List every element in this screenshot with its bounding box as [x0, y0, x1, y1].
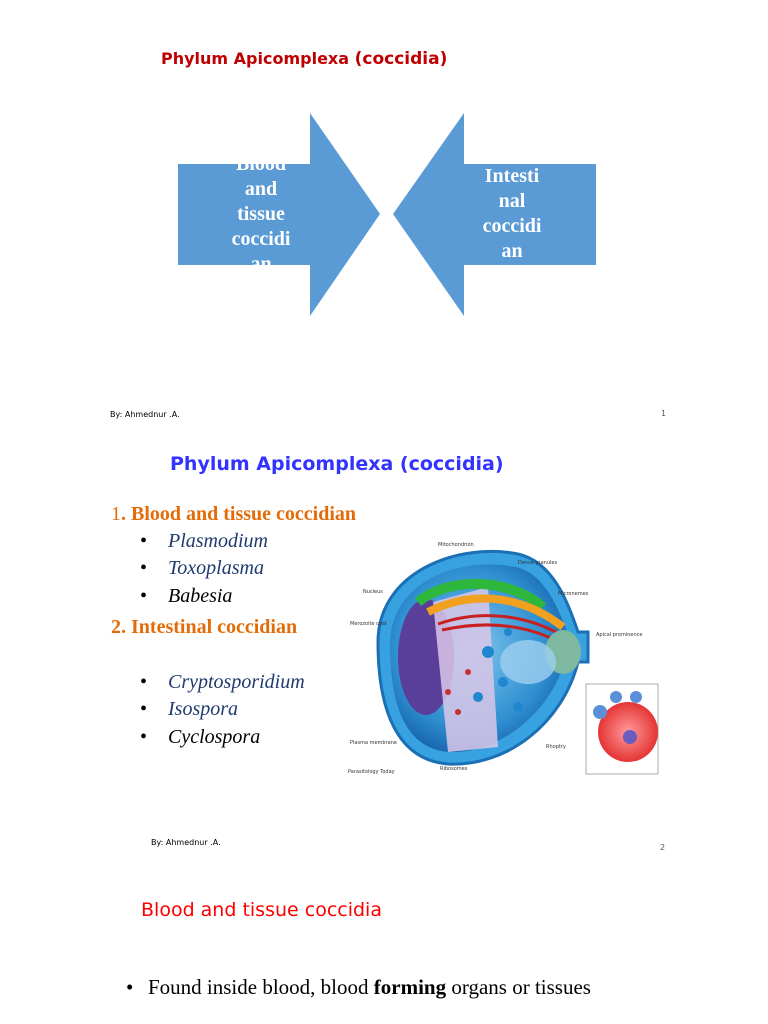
label-merozoite-coat: Merozoite coat [350, 621, 387, 627]
slide1-title-paren: (coccidia) [354, 49, 448, 69]
list-item-text: Cyclospora [168, 726, 261, 748]
slide1-title-main: Phylum Apicomplexa [161, 49, 355, 68]
left-arrow-line: an [250, 252, 272, 266]
bullet-text-post: organs or tissues [446, 975, 591, 999]
list-item: • Babesia [140, 585, 232, 608]
heading-number: 1 [111, 503, 121, 525]
list-item: • Cryptosporidium [140, 671, 305, 694]
list-item: • Plasmodium [140, 530, 268, 553]
label-credit: Parasitology Today [348, 769, 395, 775]
bullet-icon: • [126, 975, 134, 999]
right-arrow-line: an [501, 240, 523, 262]
slide2-page-number: 2 [660, 843, 666, 852]
list-item-text: Isospora [168, 698, 239, 720]
label-rhoptry: Rhoptry [546, 744, 566, 750]
label-mitochondrion: Mitochondrion [438, 542, 474, 548]
bullet-icon: • [140, 726, 148, 748]
right-arrow-line: nal [498, 190, 526, 212]
left-arrow-shape [178, 113, 380, 316]
heading-text: . Blood and tissue coccidian [121, 503, 357, 525]
bullet-icon: • [140, 585, 148, 607]
list-item-text: Toxoplasma [168, 557, 264, 579]
label-dense-granules: Dense granules [518, 560, 557, 566]
slide1-page-number: 1 [661, 409, 667, 418]
bullet-icon: • [140, 698, 148, 720]
label-nucleus: Nucleus [363, 589, 383, 595]
merozoite-illustration: Mitochondrion Dense granules Nucleus Mic… [348, 542, 659, 775]
list-item-text: Babesia [168, 585, 233, 607]
slide1-title: Phylum Apicomplexa (coccidia) [161, 49, 447, 69]
bullet-icon: • [140, 530, 148, 552]
right-arrow-line: coccidi [482, 215, 542, 237]
list-item-text: Plasmodium [168, 530, 268, 552]
heading-blood-tissue: 1. Blood and tissue coccidian [111, 503, 356, 526]
bullet-icon: • [140, 557, 148, 579]
label-micronemes: Micronemes [558, 591, 589, 597]
rhoptry-shape [426, 594, 566, 631]
bullet-icon: • [140, 671, 148, 693]
bullet-text-bold: forming [373, 975, 447, 999]
left-arrow-label: Blood and tissue coccidi an [218, 163, 304, 265]
arrows-diagram [178, 113, 596, 316]
heading-intestinal: 2. Intestinal coccidian [111, 616, 298, 638]
list-item: • Toxoplasma [140, 557, 264, 580]
left-arrow-line: coccidi [231, 227, 291, 250]
label-plasma-membrane: Plasma membrane [350, 740, 397, 746]
slide2-footer: By: Ahmednur .A. [151, 838, 221, 847]
left-arrow-line: Blood [235, 163, 287, 175]
left-arrow-line: and [244, 177, 278, 200]
right-arrow-line: Intesti [484, 165, 540, 187]
bullet-text-pre: Found inside blood, blood [148, 975, 374, 999]
left-arrow-line: tissue [237, 202, 285, 225]
label-apical-prominence: Apical prominence [596, 632, 642, 638]
list-item-text: Cryptosporidium [168, 671, 305, 693]
list-item: • Cyclospora [140, 726, 260, 749]
slide1-footer: By: Ahmednur .A. [110, 410, 180, 419]
list-item: • Found inside blood, blood forming organ… [126, 975, 591, 1000]
slide3-title: Blood and tissue coccidia [141, 899, 382, 921]
list-item: • Isospora [140, 698, 238, 721]
mitochondrion-shape [414, 578, 547, 611]
slide2-title: Phylum Apicomplexa (coccidia) [170, 453, 504, 475]
label-ribosomes: Ribosomes [440, 766, 468, 772]
right-arrow-shape [393, 113, 596, 316]
right-arrow-label: Intesti nal coccidi an [470, 163, 554, 265]
